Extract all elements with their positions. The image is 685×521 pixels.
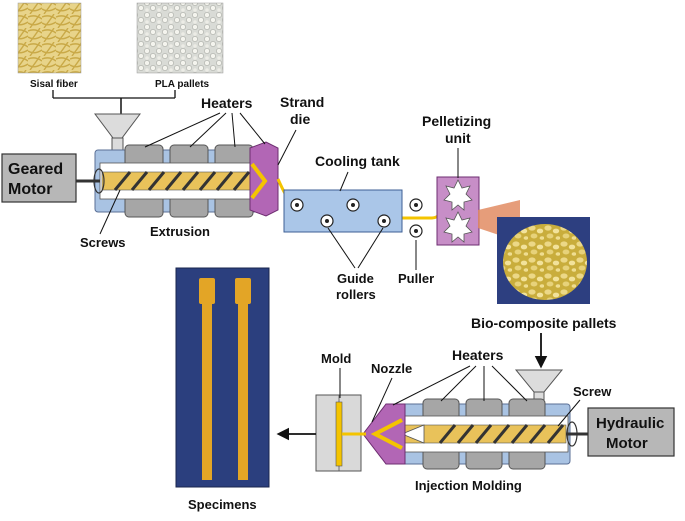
hydraulic-motor-label-line2: Motor bbox=[606, 435, 648, 452]
extruder-heaters-pointers bbox=[144, 112, 266, 148]
extruder-hopper bbox=[94, 113, 141, 139]
pla-pallets-photo bbox=[136, 2, 224, 74]
geared-motor-label-line2: Motor bbox=[8, 181, 52, 198]
sisal-fiber-photo bbox=[17, 2, 82, 74]
pelletizing-label-line2: unit bbox=[445, 130, 471, 146]
injection-nozzle bbox=[362, 403, 406, 465]
pelletizer-cutters bbox=[443, 179, 473, 243]
biocomposite-pallets-label: Bio-composite pallets bbox=[471, 315, 617, 331]
guide-rollers-pointers bbox=[327, 227, 384, 269]
strand-die-pointer bbox=[277, 129, 297, 166]
screws-pointer bbox=[99, 189, 121, 235]
specimens-label: Specimens bbox=[188, 497, 257, 512]
guide-rollers-label-line2: rollers bbox=[336, 287, 376, 302]
guide-rollers-label-line1: Guide bbox=[337, 271, 374, 286]
puller-label: Puller bbox=[398, 271, 434, 286]
geared-motor bbox=[1, 153, 77, 203]
injection-screw bbox=[400, 424, 567, 444]
sisal-fiber-label: Sisal fiber bbox=[30, 79, 78, 90]
cooling-tank-label: Cooling tank bbox=[315, 153, 400, 169]
pelletizing-label-line1: Pelletizing bbox=[422, 113, 491, 129]
nozzle-pointer bbox=[371, 377, 393, 423]
strand-die-label-line2: die bbox=[290, 111, 310, 127]
injection-heaters-label: Heaters bbox=[452, 347, 504, 363]
extrusion-label: Extrusion bbox=[150, 224, 210, 239]
hydraulic-motor-label-line1: Hydraulic bbox=[596, 415, 664, 432]
injection-heaters-pointers bbox=[392, 365, 528, 406]
puller bbox=[409, 198, 423, 238]
extruder-heaters-label: Heaters bbox=[201, 95, 253, 111]
pellets-pile bbox=[503, 224, 587, 300]
nozzle-flow-path bbox=[370, 418, 403, 450]
guide-rollers bbox=[290, 198, 391, 228]
strand-die-label-line1: Strand bbox=[280, 94, 324, 110]
cooling-tank-pointer bbox=[339, 171, 349, 192]
mold-label: Mold bbox=[321, 351, 351, 366]
screw-pointer bbox=[557, 399, 581, 427]
pla-pallets-label: PLA pallets bbox=[155, 79, 210, 90]
injection-molding-label: Injection Molding bbox=[415, 478, 522, 493]
injection-hopper bbox=[514, 369, 564, 393]
specimens-photo bbox=[175, 267, 270, 488]
screw-label: Screw bbox=[573, 384, 612, 399]
screws-label: Screws bbox=[80, 235, 126, 250]
die-flow-path bbox=[250, 162, 268, 200]
extruder-screw bbox=[101, 171, 253, 191]
nozzle-label: Nozzle bbox=[371, 361, 412, 376]
hydraulic-motor bbox=[587, 407, 675, 457]
specimen-bars bbox=[199, 278, 251, 480]
mold-cavity bbox=[335, 401, 343, 467]
geared-motor-label-line1: Geared bbox=[8, 161, 63, 178]
